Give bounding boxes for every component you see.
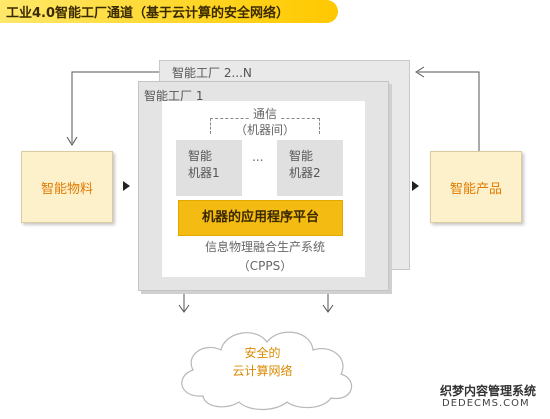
smart-machine-2: 智能 机器2 <box>277 140 343 196</box>
page-title: 工业4.0智能工厂通道（基于云计算的安全网络） <box>6 6 290 21</box>
machine-ellipsis: ... <box>252 150 264 164</box>
cpps-label: 信息物理融合生产系统 （CPPS） <box>170 238 360 276</box>
machine-1-line2: 机器1 <box>188 166 220 180</box>
watermark-domain: DEDECMS.COM <box>442 398 530 409</box>
machine-1-line1: 智能 <box>188 149 213 163</box>
cpps-line2: （CPPS） <box>237 259 293 273</box>
machine-2-line1: 智能 <box>289 149 314 163</box>
communication-label-line1: 通信 <box>248 106 281 122</box>
application-platform: 机器的应用程序平台 <box>178 200 343 236</box>
watermark-title: 织梦内容管理系统 <box>440 384 537 398</box>
smart-machine-1: 智能 机器1 <box>176 140 242 196</box>
cloud-label: 安全的 云计算网络 <box>200 344 325 380</box>
smart-materials-label: 智能物料 <box>40 181 93 197</box>
machine-2-line2: 机器2 <box>289 166 321 180</box>
smart-products-box: 智能产品 <box>430 151 522 223</box>
cpps-line1: 信息物理融合生产系统 <box>204 240 325 254</box>
smart-materials-box: 智能物料 <box>21 151 113 223</box>
factory-back-label: 智能工厂 2...N <box>172 66 252 80</box>
header-banner <box>0 0 338 23</box>
smart-products-label: 智能产品 <box>449 181 502 197</box>
cloud-label-line1: 安全的 <box>244 346 281 360</box>
cloud-icon <box>181 331 353 411</box>
cloud-label-line2: 云计算网络 <box>232 364 293 378</box>
factory-front-label: 智能工厂 1 <box>144 89 204 103</box>
communication-label-line2: （机器间） <box>234 122 295 138</box>
communication-label: 通信 （机器间） <box>225 106 305 138</box>
